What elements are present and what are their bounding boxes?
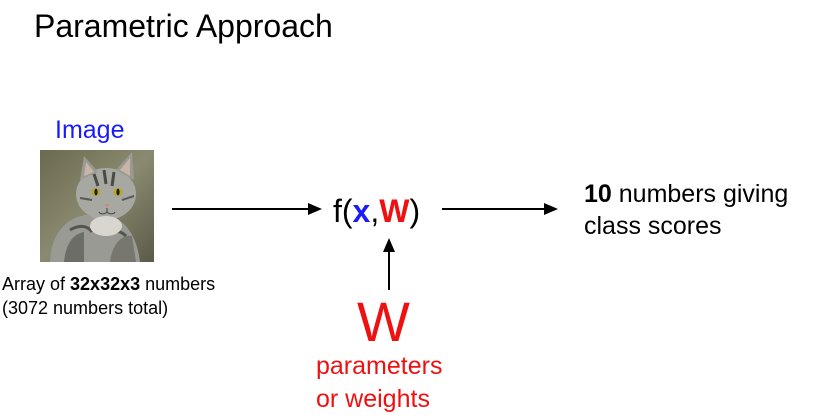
arrow-function-to-output xyxy=(442,203,558,215)
cat-image xyxy=(40,150,154,262)
output-line2: class scores xyxy=(584,212,722,240)
array-description: Array of 32x32x3 numbers xyxy=(2,274,215,295)
parameters-symbol: W xyxy=(357,290,410,353)
array-suffix: numbers xyxy=(140,274,216,294)
function-input-x: x xyxy=(352,193,371,229)
output-suffix: numbers giving xyxy=(611,180,789,208)
function-comma: , xyxy=(370,193,380,229)
array-prefix: Array of xyxy=(2,274,71,294)
function-close: ) xyxy=(409,193,421,229)
arrow-image-to-function xyxy=(172,203,322,215)
output-count: 10 xyxy=(584,180,612,208)
output-line1: 10 numbers giving xyxy=(584,180,788,209)
array-dims: 32x32x3 xyxy=(70,274,141,294)
function-expression: f(x,W) xyxy=(333,193,420,230)
function-weights-w: W xyxy=(379,193,410,229)
page-title: Parametric Approach xyxy=(34,8,333,44)
parameters-label: parameters xyxy=(316,352,443,380)
image-label: Image xyxy=(55,116,125,144)
array-total: (3072 numbers total) xyxy=(2,298,169,318)
weights-label: or weights xyxy=(316,385,430,413)
function-open: f( xyxy=(333,193,353,229)
arrow-weights-to-function xyxy=(383,238,395,290)
